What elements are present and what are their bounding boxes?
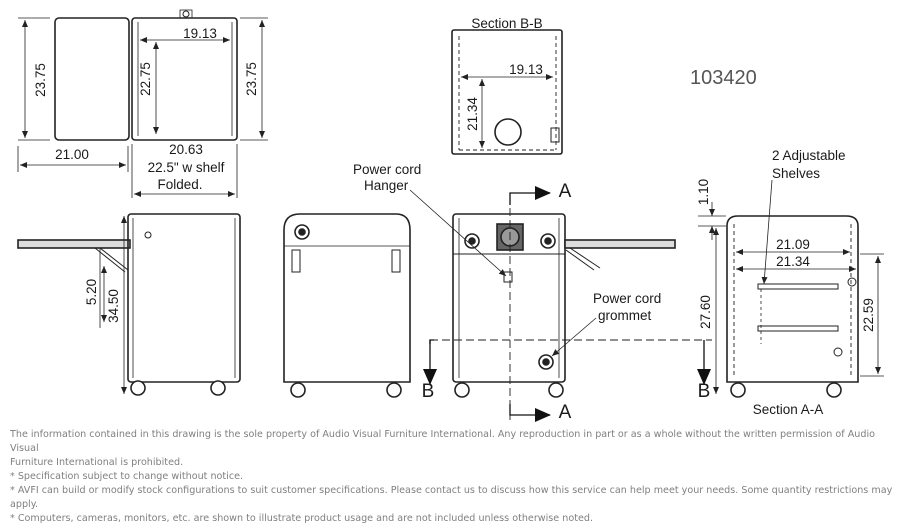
dim-section-bb-height: 21.34 [465,97,480,131]
note-specification: * Specification subject to change withou… [10,471,244,482]
note-shelf-width: 22.5" w shelf [148,160,225,175]
label-power-cord-grommet-line1: Power cord [593,291,661,306]
dim-section-aa-top: 1.10 [696,179,711,205]
dim-top-left-width: 21.00 [55,147,89,162]
dim-section-aa-width-1: 21.09 [776,237,810,252]
label-adjustable-shelves-line2: Shelves [772,166,820,181]
note-property-line2: Furniture International is prohibited. [10,457,184,468]
note-equipment-not-included: * Computers, cameras, monitors, etc. are… [10,513,593,524]
technical-drawing: 23.75 21.00 19.13 22.75 23.75 20.63 22.5… [17,9,884,423]
cut-label-a-bottom: A [559,402,572,423]
front-view-shelf-extended [17,213,241,396]
dim-top-mid-outer-height: 23.75 [244,62,259,96]
cut-label-b-right: B [698,381,711,402]
dim-section-aa-height-left: 27.60 [698,295,713,329]
cut-label-a-top: A [559,181,572,202]
label-power-cord-hanger-line1: Power cord [353,162,421,177]
section-aa-view [698,202,884,398]
section-bb-view [451,29,563,155]
section-cut-lines [430,196,712,420]
top-view-cart [131,9,268,198]
dim-section-aa-height-right: 22.59 [861,298,876,332]
note-property-line1: The information contained in this drawin… [10,429,875,454]
top-view-folded-shelf [17,17,130,172]
dim-top-mid-inner-height: 22.75 [138,62,153,96]
model-number: 103420 [690,67,757,89]
label-adjustable-shelves-line1: 2 Adjustable [772,148,846,163]
side-view [283,213,411,398]
dim-top-mid-inner-width: 19.13 [183,26,217,41]
legal-notes: The information contained in this drawin… [10,428,895,526]
dim-section-bb-width: 19.13 [509,62,543,77]
title-section-aa: Section A-A [753,402,824,417]
dim-front-shelf-drop: 5.20 [84,279,99,305]
title-section-bb: Section B-B [471,16,542,31]
dim-top-mid-width: 20.63 [169,142,203,157]
dim-front-height: 34.50 [106,289,121,323]
cut-label-b-left: B [422,381,435,402]
section-arrows [423,186,711,422]
note-custom-builds: * AVFI can build or modify stock configu… [10,485,893,510]
dim-top-left-height: 23.75 [33,63,48,97]
label-power-cord-hanger-line2: Hanger [364,178,409,193]
note-folded: Folded. [157,177,202,192]
label-power-cord-grommet-line2: grommet [598,308,652,323]
dim-section-aa-width-2: 21.34 [776,254,810,269]
